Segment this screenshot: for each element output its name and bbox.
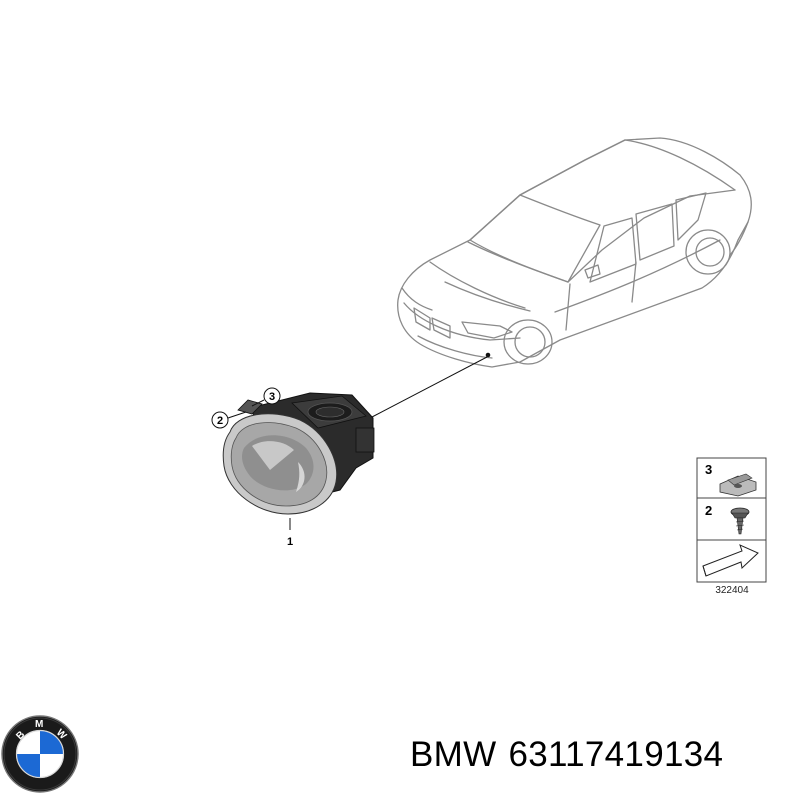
callout-label-3: 3	[269, 391, 275, 403]
arrow-icon	[702, 544, 759, 577]
callout-2-leader	[227, 411, 247, 419]
callout-circle-2	[211, 411, 229, 429]
fog-light-location-marker	[485, 352, 491, 358]
legend-label-3: 3	[705, 462, 712, 477]
fastener-legend: 3 2	[696, 457, 767, 583]
screw-icon	[730, 507, 750, 535]
bmw-logo: B M W	[1, 715, 79, 793]
callout-3-leader	[251, 399, 265, 407]
diagram-number: 322404	[715, 585, 749, 596]
clip-nut-icon	[719, 473, 757, 497]
legend-label-2: 2	[705, 503, 712, 518]
part-number: 63117419134	[508, 735, 724, 774]
fog-light-assembly	[222, 392, 375, 515]
part-caption: BMW 63117419134	[410, 735, 723, 775]
brand-name: BMW	[410, 735, 497, 774]
car-illustration	[397, 137, 752, 368]
svg-text:M: M	[35, 719, 43, 730]
callout-circle-3	[263, 387, 281, 405]
callout-label-2: 2	[217, 415, 223, 427]
leader-line	[371, 356, 488, 418]
callout-label-1: 1	[287, 536, 293, 548]
